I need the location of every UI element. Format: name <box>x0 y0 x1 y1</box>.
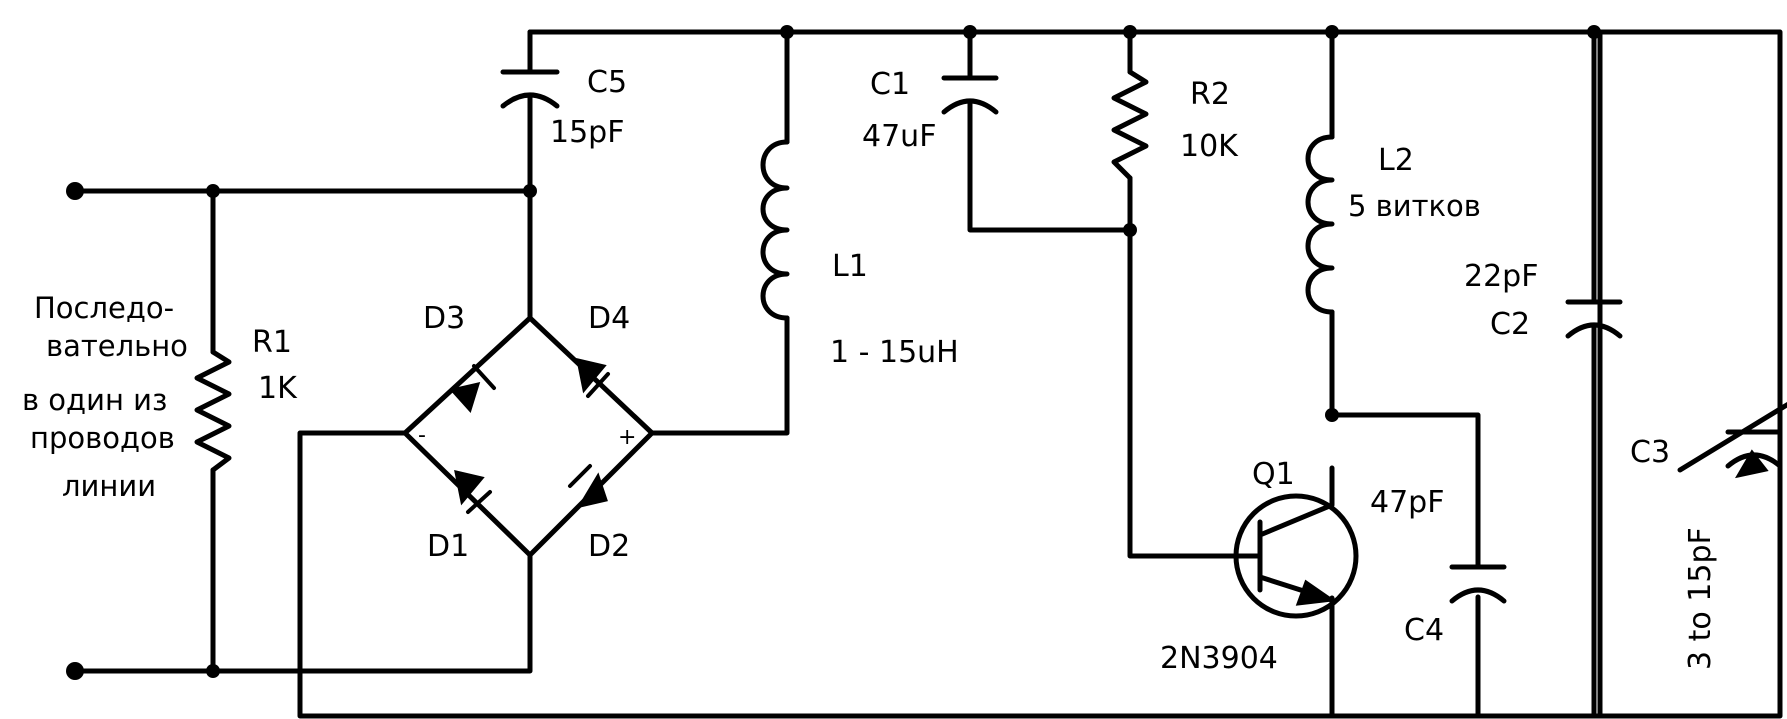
resistor-r1 <box>194 349 232 473</box>
label-c5-value: 15pF <box>550 115 624 150</box>
diode-d1 <box>454 470 492 514</box>
label-d2: D2 <box>588 529 630 564</box>
label-r1-value: 1K <box>258 371 298 406</box>
c3-branch-wires <box>1597 29 1783 719</box>
label-l1-name: L1 <box>832 249 868 284</box>
note-line-5: линии <box>62 469 156 503</box>
label-l1-value: 1 - 15uH <box>830 335 959 370</box>
label-r2-value: 10K <box>1180 129 1239 164</box>
capacitor-c3-trimmer <box>1677 401 1787 479</box>
label-q1-name: Q1 <box>1252 457 1295 492</box>
note-line-3: в один из <box>22 383 167 417</box>
capacitor-c2 <box>1565 299 1623 339</box>
label-c1-value: 47uF <box>862 119 936 154</box>
component-labels: C5 15pF C1 47uF R2 10K L2 5 витков L1 1 … <box>252 65 1718 676</box>
label-r2-name: R2 <box>1190 77 1230 112</box>
label-c4-value: 47pF <box>1370 485 1444 520</box>
resistor-r2 <box>1111 69 1149 181</box>
diode-d3 <box>449 364 496 413</box>
note-line-2: вательно <box>46 329 188 363</box>
note-line-4: проводов <box>30 421 175 455</box>
label-bridge-minus: - <box>418 423 426 448</box>
label-c3-value: 3 to 15pF <box>1683 527 1718 670</box>
label-d4: D4 <box>588 301 630 336</box>
label-c4-name: C4 <box>1404 613 1444 648</box>
label-l2-name: L2 <box>1378 143 1414 178</box>
label-c2-value: 22pF <box>1464 259 1538 294</box>
label-c2-name: C2 <box>1490 307 1530 342</box>
diode-d4 <box>576 358 610 398</box>
label-c1-name: C1 <box>870 67 910 102</box>
label-bridge-plus: + <box>618 425 636 450</box>
label-c3-name: C3 <box>1630 435 1670 470</box>
capacitor-c1 <box>941 75 999 115</box>
label-q1-value: 2N3904 <box>1160 641 1278 676</box>
inductor-l2 <box>1305 134 1335 315</box>
diode-d2 <box>568 464 608 509</box>
input-terminals <box>66 182 84 680</box>
transistor-q1 <box>1233 465 1359 619</box>
wires <box>72 29 1603 719</box>
inductor-l1 <box>760 139 790 321</box>
label-r1-name: R1 <box>252 325 292 360</box>
capacitor-c5 <box>500 69 560 109</box>
label-d1: D1 <box>427 529 469 564</box>
diode-bridge <box>402 315 655 558</box>
junction-dots <box>206 25 1601 678</box>
label-d3: D3 <box>423 301 465 336</box>
note-line-1: Последо- <box>34 291 174 325</box>
series-connection-note: Последо- вательно в один из проводов лин… <box>22 291 188 503</box>
capacitor-c4 <box>1449 564 1507 604</box>
label-l2-value: 5 витков <box>1348 189 1481 223</box>
label-c5-name: C5 <box>587 65 627 100</box>
